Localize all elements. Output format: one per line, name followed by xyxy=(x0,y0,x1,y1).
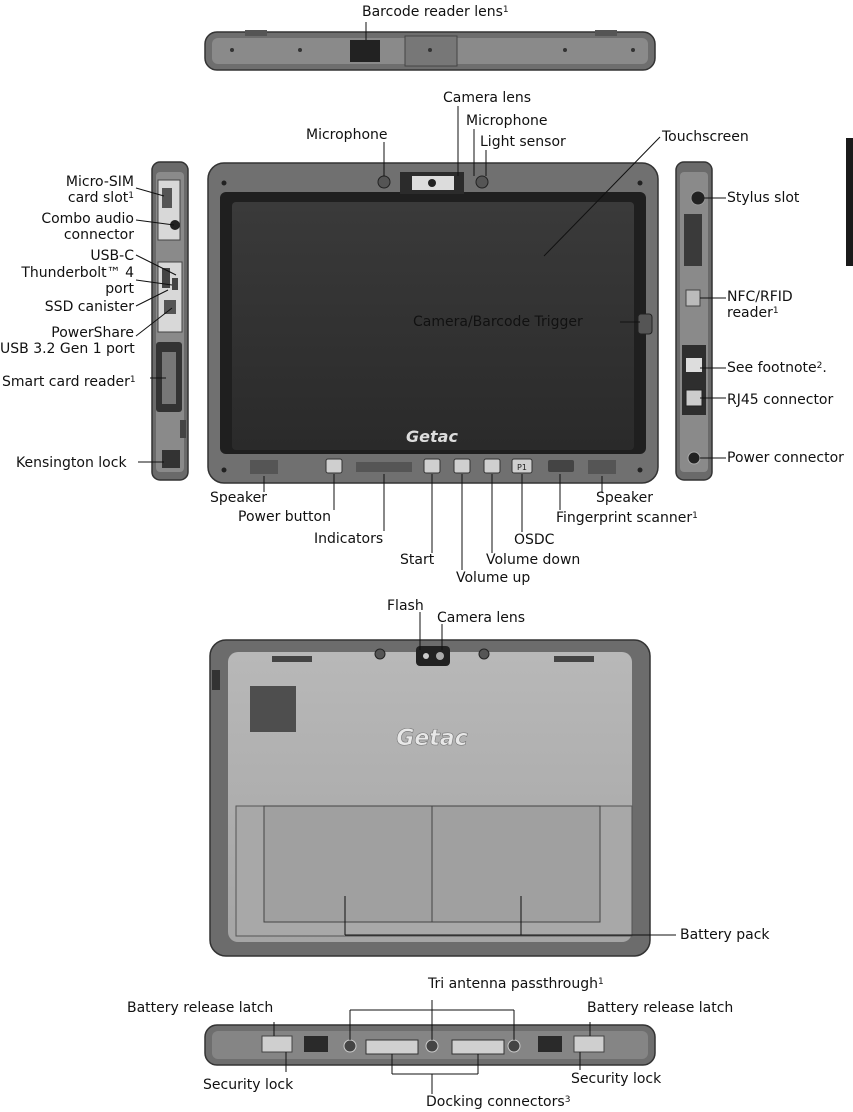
label-microphone-right: Microphone xyxy=(466,113,548,129)
label-camera-lens-front: Camera lens xyxy=(443,90,532,106)
label-rj45: RJ45 connector xyxy=(727,392,834,408)
label-speaker-left: Speaker xyxy=(210,490,267,506)
back-logo: Getac xyxy=(396,726,467,751)
label-camera-barcode-trigger: Camera/Barcode Trigger xyxy=(413,314,583,330)
left-side-view xyxy=(151,161,189,481)
front-view: P1 Getac xyxy=(207,162,659,484)
label-volume-up: Volume up xyxy=(456,570,531,586)
bottom-edge-view xyxy=(204,1024,656,1066)
label-power-connector: Power connector xyxy=(727,450,844,466)
right-side-view xyxy=(675,161,713,481)
label-volume-down: Volume down xyxy=(486,552,581,568)
label-tri-antenna: Tri antenna passthrough1 xyxy=(428,976,604,992)
label-docking-connectors: Docking connectors3 xyxy=(426,1094,571,1110)
label-indicators: Indicators xyxy=(314,531,384,547)
touchscreen-surface[interactable] xyxy=(232,202,634,450)
volume-up-button-shape[interactable] xyxy=(453,458,471,474)
start-button-shape[interactable] xyxy=(423,458,441,474)
label-security-lock-right: Security lock xyxy=(571,1071,662,1087)
label-light-sensor: Light sensor xyxy=(480,134,566,150)
osdc-button-shape[interactable] xyxy=(511,458,533,474)
barcode-lens-shape xyxy=(350,40,380,62)
label-usb-c: USB-C xyxy=(90,248,134,264)
top-edge-view xyxy=(204,30,656,71)
label-security-lock-left: Security lock xyxy=(203,1077,294,1093)
label-fingerprint-scanner: Fingerprint scanner1 xyxy=(556,510,698,526)
power-button-shape[interactable] xyxy=(325,458,343,474)
label-start: Start xyxy=(400,552,435,568)
label-camera-lens-rear: Camera lens xyxy=(437,610,526,626)
back-view: Getac xyxy=(209,639,651,957)
volume-down-button-shape[interactable] xyxy=(483,458,501,474)
section-tab-marker xyxy=(846,138,853,266)
label-battery-release-left: Battery release latch xyxy=(127,1000,274,1016)
label-ssd-canister: SSD canister xyxy=(44,299,134,315)
label-kensington-lock: Kensington lock xyxy=(16,455,127,471)
label-power-button: Power button xyxy=(238,509,331,525)
label-smart-card-reader: Smart card reader1 xyxy=(2,374,136,390)
osdc-button-text: P1 xyxy=(517,463,527,472)
label-touchscreen: Touchscreen xyxy=(662,129,749,145)
label-battery-release-right: Battery release latch xyxy=(587,1000,734,1016)
label-battery-pack: Battery pack xyxy=(680,927,770,943)
label-see-footnote: See footnote2. xyxy=(727,360,827,376)
label-barcode-reader-lens: Barcode reader lens1 xyxy=(362,4,509,20)
front-logo: Getac xyxy=(406,427,458,446)
label-flash: Flash xyxy=(387,598,424,614)
label-stylus-slot: Stylus slot xyxy=(727,190,800,206)
label-speaker-right: Speaker xyxy=(596,490,653,506)
label-microphone-left: Microphone xyxy=(306,127,388,143)
label-osdc: OSDC xyxy=(514,532,555,548)
